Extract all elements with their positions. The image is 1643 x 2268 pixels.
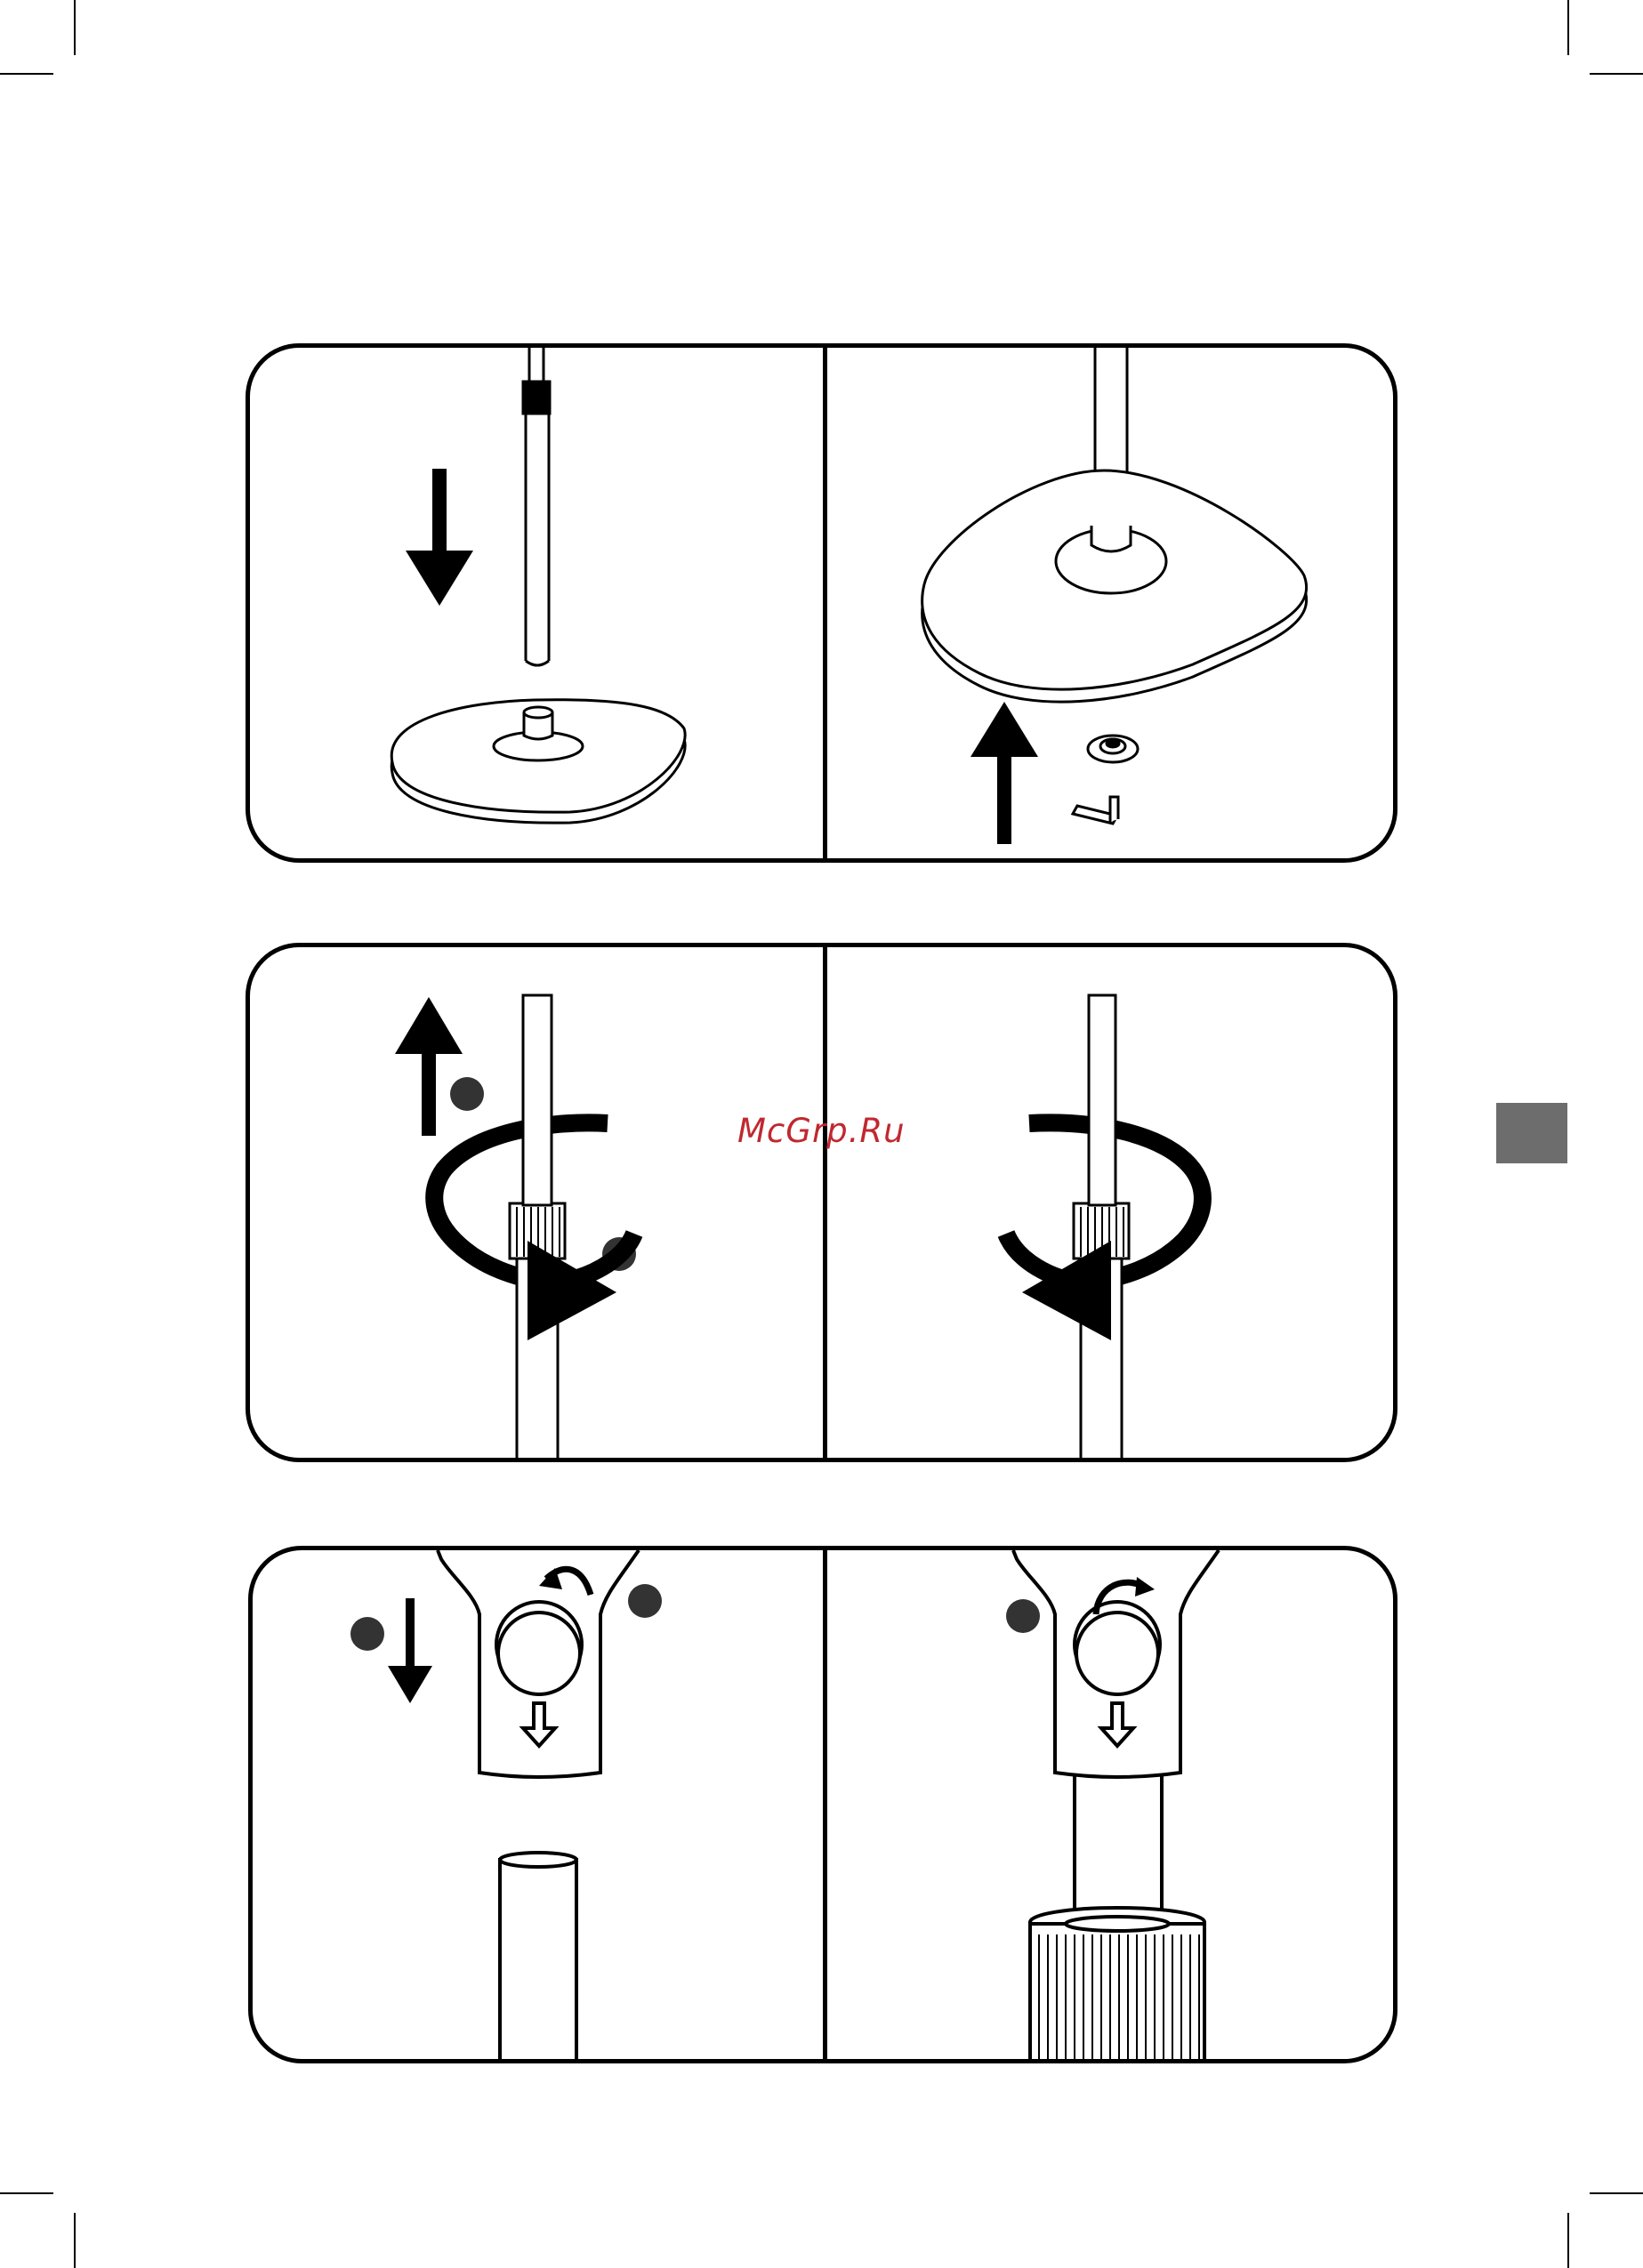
crop-mark-tr-h bbox=[1590, 73, 1643, 75]
crop-mark-bl-v bbox=[74, 2213, 76, 2268]
crop-mark-bl-h bbox=[0, 2192, 53, 2194]
step-panel-3 bbox=[248, 1546, 1397, 2063]
crop-mark-tl-h bbox=[0, 73, 53, 75]
crop-mark-br-h bbox=[1590, 2192, 1643, 2194]
step-panel-1 bbox=[246, 343, 1397, 863]
crop-mark-tr-v bbox=[1567, 0, 1569, 55]
knob bbox=[1075, 1602, 1160, 1694]
up-arrow-icon bbox=[970, 702, 1038, 844]
fan-base-underside bbox=[922, 348, 1307, 702]
marker-1 bbox=[450, 1077, 484, 1111]
crop-mark-tl-v bbox=[74, 0, 76, 55]
step-3-illustration bbox=[253, 1550, 1397, 2063]
crop-mark-br-v bbox=[1567, 2213, 1569, 2268]
knob bbox=[496, 1602, 582, 1694]
screw bbox=[1088, 736, 1138, 762]
pole bbox=[1075, 1762, 1162, 1922]
clockwise-rotate-arrow-icon bbox=[434, 995, 634, 1462]
marker-1 bbox=[350, 1617, 384, 1651]
pole bbox=[523, 348, 550, 665]
step-panel-2 bbox=[246, 943, 1397, 1462]
knurled-collar bbox=[1030, 1908, 1204, 2063]
pole bbox=[500, 1853, 576, 2063]
step-2-illustration bbox=[250, 947, 1397, 1462]
section-tab bbox=[1496, 1103, 1567, 1163]
marker-1 bbox=[1006, 1599, 1040, 1633]
down-arrow-icon bbox=[406, 469, 473, 606]
counterclockwise-rotate-arrow-icon bbox=[1006, 995, 1203, 1462]
watermark: McGrp.Ru bbox=[737, 1112, 906, 1150]
marker-2 bbox=[628, 1584, 662, 1618]
down-arrow-icon bbox=[388, 1598, 432, 1703]
hex-key-icon bbox=[1073, 797, 1118, 824]
step-1-illustration bbox=[250, 348, 1397, 863]
fan-base bbox=[391, 700, 685, 823]
up-arrow-icon bbox=[395, 997, 463, 1136]
